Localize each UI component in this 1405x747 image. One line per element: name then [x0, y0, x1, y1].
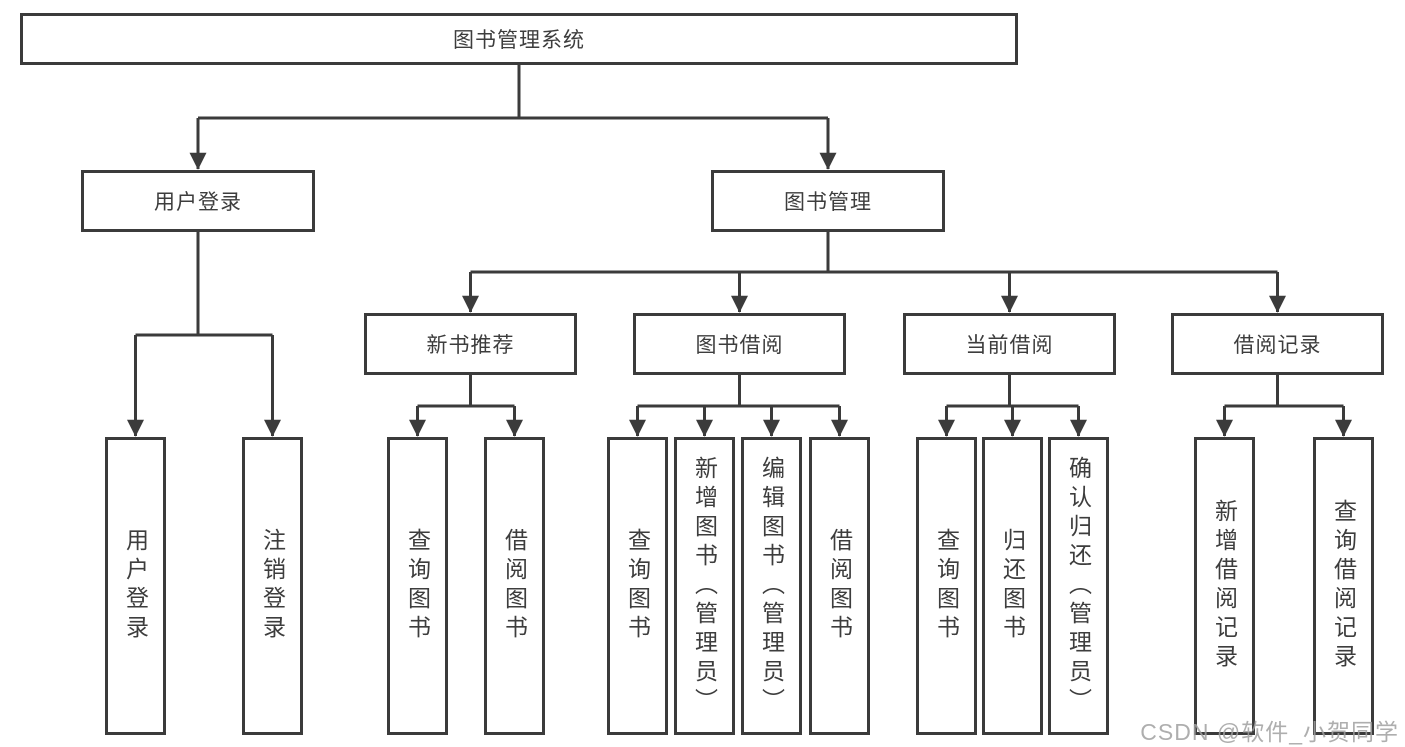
leaf-records-query-record: 查询借阅记录: [1313, 437, 1374, 735]
node-user-login: 用户登录: [81, 170, 315, 232]
leaf-borrowing-borrow-books: 借阅图书: [809, 437, 870, 735]
leaf-current-confirm-return-admin: 确认归还（管理员）: [1048, 437, 1109, 735]
leaf-recommend-query-books: 查询图书: [387, 437, 448, 735]
leaf-borrowing-edit-books-admin: 编辑图书（管理员）: [741, 437, 802, 735]
leaf-logout: 注销登录: [242, 437, 303, 735]
watermark: CSDN @软件_小贺同学: [1140, 719, 1399, 745]
node-borrowing-records: 借阅记录: [1171, 313, 1384, 375]
leaf-user-login: 用户登录: [105, 437, 166, 735]
node-book-management: 图书管理: [711, 170, 945, 232]
leaf-current-query-books: 查询图书: [916, 437, 977, 735]
node-current-borrowing: 当前借阅: [903, 313, 1116, 375]
leaf-current-return-books: 归还图书: [982, 437, 1043, 735]
leaf-borrowing-add-books-admin: 新增图书（管理员）: [674, 437, 735, 735]
leaf-recommend-borrow-books: 借阅图书: [484, 437, 545, 735]
node-book-borrowing: 图书借阅: [633, 313, 846, 375]
leaf-records-add-record: 新增借阅记录: [1194, 437, 1255, 735]
node-root: 图书管理系统: [20, 13, 1018, 65]
node-new-book-recommendation: 新书推荐: [364, 313, 577, 375]
leaf-borrowing-query-books: 查询图书: [607, 437, 668, 735]
